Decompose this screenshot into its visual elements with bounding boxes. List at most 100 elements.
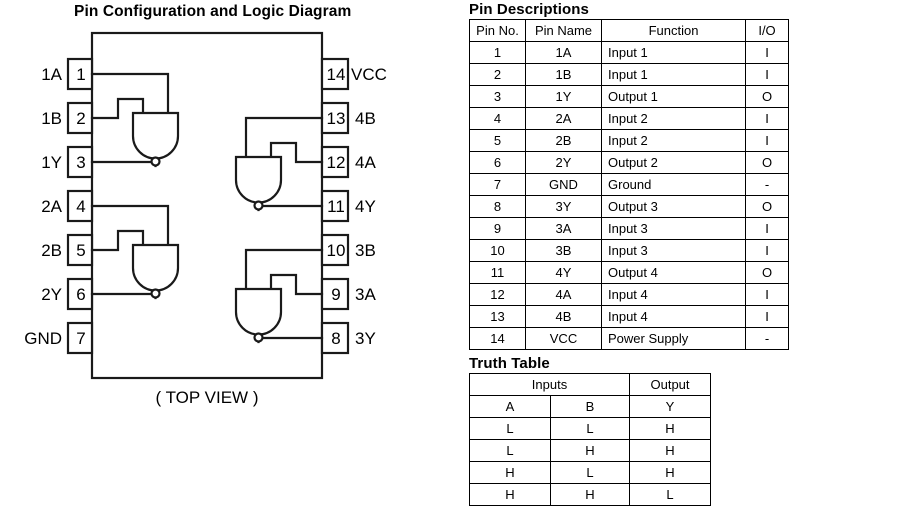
cell-pin-name: 2Y xyxy=(525,151,602,174)
pin-label-VCC: VCC xyxy=(351,65,387,84)
cell-io: - xyxy=(745,327,789,350)
cell-pin-name: 2B xyxy=(525,129,602,152)
cell-input-a: L xyxy=(469,439,551,462)
pin-descriptions-title: Pin Descriptions xyxy=(469,1,589,18)
cell-pin-no: 13 xyxy=(469,305,526,328)
pin-label-4Y: 4Y xyxy=(355,197,376,216)
pin-label-4B: 4B xyxy=(355,109,376,128)
cell-pin-name: 2A xyxy=(525,107,602,130)
truth-group-header-row: Inputs Output xyxy=(469,373,711,396)
cell-io: I xyxy=(745,305,789,328)
cell-function: Output 2 xyxy=(601,151,746,174)
pin-number-11: 11 xyxy=(327,197,345,216)
gate-1-symbol xyxy=(131,111,180,167)
cell-io: I xyxy=(745,63,789,86)
cell-pin-no: 9 xyxy=(469,217,526,240)
cell-io: O xyxy=(745,261,789,284)
pin-number-13: 13 xyxy=(326,109,346,128)
pin-number-6: 6 xyxy=(76,285,86,304)
truth-table-title: Truth Table xyxy=(469,355,550,372)
group-header-output: Output xyxy=(629,373,711,396)
cell-pin-no: 2 xyxy=(469,63,526,86)
cell-io: I xyxy=(745,217,789,240)
gate-4-symbol xyxy=(234,155,283,211)
pin-box-14 xyxy=(320,57,350,91)
cell-function: Input 4 xyxy=(601,283,746,306)
pin-number-4: 4 xyxy=(76,197,86,216)
gate-3-inversion-bubble xyxy=(253,332,264,343)
truth-column-header-row: A B Y xyxy=(469,395,711,418)
gate-1-inversion-bubble xyxy=(150,156,161,167)
pin-number-2: 2 xyxy=(76,109,86,128)
pin-box-4 xyxy=(66,189,94,223)
cell-function: Output 1 xyxy=(601,85,746,108)
cell-pin-name: 4Y xyxy=(525,261,602,284)
cell-function: Input 3 xyxy=(601,239,746,262)
cell-function: Ground xyxy=(601,173,746,196)
table-header-row: Pin No. Pin Name Function I/O xyxy=(469,19,789,42)
cell-pin-name: GND xyxy=(525,173,602,196)
pin-number-10: 10 xyxy=(326,241,346,260)
cell-pin-no: 6 xyxy=(469,151,526,174)
pin-number-1: 1 xyxy=(76,65,86,84)
pin-label-1B: 1B xyxy=(41,109,62,128)
cell-io: I xyxy=(745,107,789,130)
cell-io: O xyxy=(745,85,789,108)
cell-function: Input 2 xyxy=(601,107,746,130)
column-header-function: Function xyxy=(601,19,746,42)
cell-pin-no: 7 xyxy=(469,173,526,196)
pin-box-13 xyxy=(320,101,350,135)
pin-label-2A: 2A xyxy=(41,197,62,216)
cell-input-b: H xyxy=(550,439,630,462)
cell-function: Output 4 xyxy=(601,261,746,284)
cell-pin-no: 4 xyxy=(469,107,526,130)
cell-pin-no: 11 xyxy=(469,261,526,284)
pin-label-1Y: 1Y xyxy=(41,153,62,172)
pin-number-9: 9 xyxy=(331,285,341,304)
cell-input-a: H xyxy=(469,483,551,506)
cell-input-b: H xyxy=(550,483,630,506)
cell-input-b: L xyxy=(550,461,630,484)
column-header-io: I/O xyxy=(745,19,789,42)
cell-io: I xyxy=(745,41,789,64)
pin-label-4A: 4A xyxy=(355,153,376,172)
cell-function: Input 2 xyxy=(601,129,746,152)
top-view-caption: ( TOP VIEW ) xyxy=(155,388,259,407)
cell-input-a: L xyxy=(469,417,551,440)
cell-pin-no: 10 xyxy=(469,239,526,262)
cell-pin-name: 3A xyxy=(525,217,602,240)
cell-io: I xyxy=(745,283,789,306)
cell-io: O xyxy=(745,151,789,174)
pin-label-2B: 2B xyxy=(41,241,62,260)
gate-4-inversion-bubble xyxy=(253,200,264,211)
cell-io: I xyxy=(745,129,789,152)
cell-pin-name: 1A xyxy=(525,41,602,64)
cell-pin-no: 3 xyxy=(469,85,526,108)
cell-function: Input 4 xyxy=(601,305,746,328)
cell-pin-name: 1B xyxy=(525,63,602,86)
cell-pin-no: 8 xyxy=(469,195,526,218)
column-header-y: Y xyxy=(629,395,711,418)
pin-label-1A: 1A xyxy=(41,65,62,84)
pin-number-8: 8 xyxy=(331,329,341,348)
cell-pin-no: 12 xyxy=(469,283,526,306)
column-header-pin-no: Pin No. xyxy=(469,19,526,42)
cell-pin-name: 4B xyxy=(525,305,602,328)
cell-pin-no: 14 xyxy=(469,327,526,350)
pin-label-3A: 3A xyxy=(355,285,376,304)
cell-pin-no: 1 xyxy=(469,41,526,64)
pin-label-3B: 3B xyxy=(355,241,376,260)
pin-number-12: 12 xyxy=(326,153,346,172)
page-title: Pin Configuration and Logic Diagram xyxy=(74,3,352,20)
